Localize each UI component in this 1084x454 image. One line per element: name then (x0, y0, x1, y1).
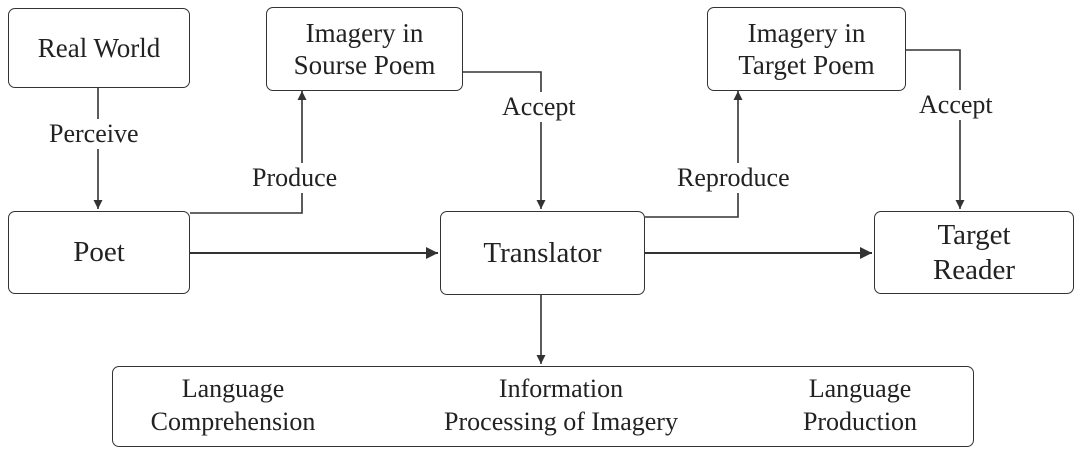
information-processing-label: Information Processing of Imagery (444, 374, 678, 437)
real-world-label: Real World (37, 32, 161, 63)
reproduce-arrow (645, 91, 743, 218)
translator-label: Translator (483, 236, 602, 269)
real-world-box: Real World (8, 8, 190, 88)
language-production-label: Language Production (802, 374, 918, 437)
accept-target-label: Accept (916, 90, 996, 120)
accept-source-arrow (463, 71, 546, 209)
accept-source-label: Accept (499, 92, 579, 122)
language-comprehension-label: Language Comprehension (150, 374, 316, 437)
target-reader-box: Target Reader (874, 211, 1074, 294)
target-reader-label: Target Reader (932, 218, 1016, 286)
imagery-source-poem-label: Imagery in Sourse Poem (293, 17, 436, 80)
imagery-target-poem-box: Imagery in Target Poem (707, 7, 906, 91)
reproduce-label: Reproduce (674, 163, 793, 193)
translator-box: Translator (440, 211, 645, 295)
produce-arrow (190, 91, 307, 214)
processing-box (112, 366, 974, 447)
imagery-target-poem-label: Imagery in Target Poem (738, 17, 875, 80)
poet-label: Poet (73, 236, 125, 269)
imagery-source-poem-box: Imagery in Sourse Poem (266, 7, 463, 91)
accept-target-arrow (906, 49, 965, 209)
produce-label: Produce (249, 163, 341, 193)
perceive-label: Perceive (46, 119, 142, 149)
poet-box: Poet (8, 211, 190, 294)
